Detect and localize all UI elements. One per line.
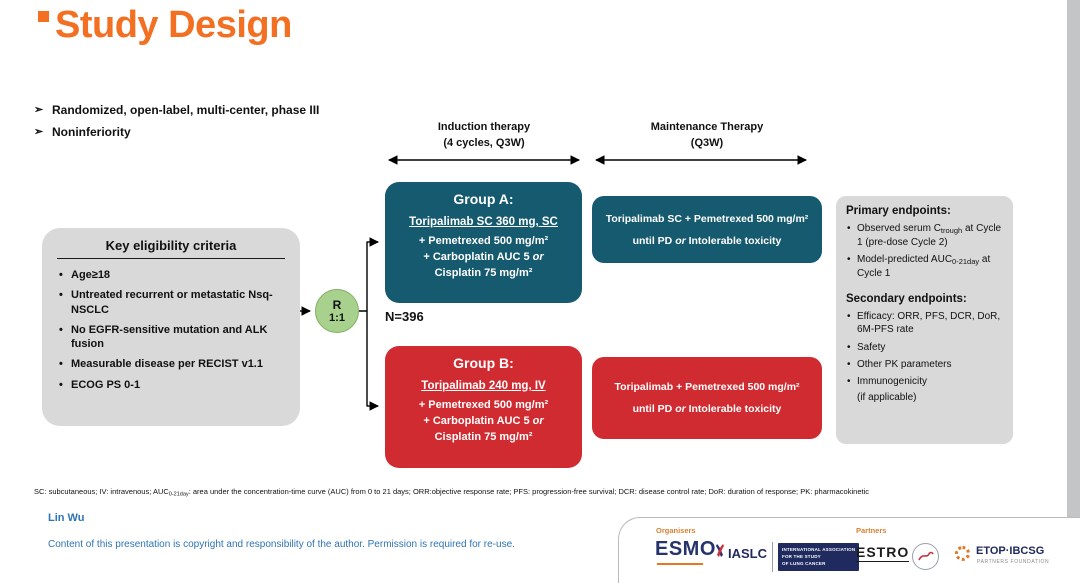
or-word: or (532, 415, 544, 427)
endpoint-text-pre: Model-predicted AUC (857, 254, 953, 266)
maintenance-b-regimen: Toripalimab + Pemetrexed 500 mg/m² (614, 381, 800, 393)
list-item: Safety (846, 341, 1005, 354)
iaslc-ribbon-icon (714, 543, 726, 566)
footnote-text-sub: 0-21day (168, 491, 189, 498)
esmo-logo-accent (657, 563, 703, 565)
randomization-label: R (332, 297, 342, 312)
or-word: or (675, 403, 686, 415)
etop-ibcsg-icon (955, 546, 970, 561)
right-gray-strip (1067, 0, 1080, 583)
until-text: until PD (632, 403, 676, 415)
primary-endpoints-title: Primary endpoints: (846, 205, 951, 217)
title-accent-square (38, 11, 49, 22)
list-item: No EGFR-sensitive mutation and ALK fusio… (58, 323, 290, 352)
eligibility-title-rule (57, 258, 285, 259)
maintenance-b-duration: until PD or Intolerable toxicity (598, 403, 816, 415)
iaslc-tagline: INTERNATIONAL ASSOCIATION FOR THE STUDY … (778, 543, 860, 571)
group-b-chemo2: + Carboplatin AUC 5 or (385, 413, 582, 429)
list-item: Model-predicted AUC0-21day at Cycle 1 (846, 253, 1005, 280)
logos-panel: Organisers ESMO IASLC INTERNATIONAL ASSO… (618, 517, 1080, 583)
footnote-text-post: : area under the concentration-time curv… (188, 487, 869, 496)
group-a-heading: Group A: (453, 191, 514, 207)
or-word: or (675, 234, 686, 247)
list-item: ECOG PS 0-1 (58, 378, 290, 393)
endpoint-text-sub: trough (940, 226, 963, 235)
maintenance-phase-line1: Maintenance Therapy (650, 121, 764, 133)
list-item: Other PK parameters (846, 358, 1005, 371)
esmo-logo: ESMO (655, 538, 716, 560)
maintenance-a-box: Toripalimab SC + Pemetrexed 500 mg/m² un… (592, 196, 822, 263)
randomization-circle: R 1:1 (315, 289, 359, 333)
copyright-notice: Content of this presentation is copyrigh… (48, 539, 515, 550)
group-a-chemo2: + Carboplatin AUC 5 or (385, 249, 582, 265)
etop-ibcsg-logo: ETOP·IBCSG (976, 545, 1045, 557)
randomization-ratio: 1:1 (329, 311, 345, 324)
key-points-list: Randomized, open-label, multi-center, ph… (34, 103, 319, 147)
induction-phase-line2: (4 cycles, Q3W) (443, 137, 525, 149)
endpoint-text-pre: Observed serum C (857, 223, 941, 234)
group-a-box: Group A: Toripalimab SC 360 mg, SC + Pem… (385, 182, 582, 303)
list-item: Immunogenicity (846, 375, 1005, 388)
emblem-glyph (917, 551, 934, 560)
group-b-box: Group B: Toripalimab 240 mg, IV + Pemetr… (385, 346, 582, 468)
organisers-label: Organisers (656, 526, 696, 535)
list-item: Measurable disease per RECIST v1.1 (58, 357, 290, 372)
group-b-chemo1: + Pemetrexed 500 mg/m² (418, 399, 549, 411)
abbreviations-footnote: SC: subcutaneous; IV: intravenous; AUC0-… (34, 487, 869, 498)
list-item: Untreated recurrent or metastatic Nsq-NS… (58, 288, 290, 317)
or-word: or (532, 251, 544, 263)
maintenance-b-box: Toripalimab + Pemetrexed 500 mg/m² until… (592, 357, 822, 439)
endpoint-text-sub: 0-21day (952, 257, 980, 267)
group-b-chemo3: Cisplatin 75 mg/m² (434, 431, 533, 443)
secondary-endpoints-title: Secondary endpoints: (846, 293, 967, 306)
iaslc-logo: IASLC (728, 546, 767, 561)
author-name: Lin Wu (48, 512, 85, 524)
list-item: Observed serum Ctrough at Cycle 1 (pre-d… (846, 222, 1005, 249)
society-emblem-logo (912, 543, 939, 570)
partners-label: Partners (856, 526, 887, 535)
list-item: Noninferiority (34, 125, 319, 139)
chemo-text: + Carboplatin AUC 5 (423, 251, 533, 263)
page-title: Study Design (55, 4, 292, 46)
randomization-branch-line (359, 241, 368, 407)
endpoint-text-post: at Cycle 1 (857, 254, 991, 279)
footnote-text-pre: SC: subcutaneous; IV: intravenous; AUC (34, 487, 169, 496)
group-a-chemo3: Cisplatin 75 mg/m² (434, 267, 533, 279)
sample-size-label: N=396 (385, 309, 424, 324)
eligibility-list: Age≥18 Untreated recurrent or metastatic… (42, 268, 300, 392)
induction-phase-header: Induction therapy (4 cycles, Q3W) (384, 119, 584, 151)
endpoint-text-post: at Cycle 1 (pre-dose Cycle 2) (857, 223, 1002, 248)
group-b-heading: Group B: (453, 355, 514, 371)
iaslc-tagline-line2: FOR THE STUDY (782, 554, 821, 560)
spacer (846, 284, 1005, 293)
group-b-drug: Toripalimab 240 mg, IV (421, 380, 546, 392)
toxicity-text: Intolerable toxicity (685, 403, 782, 415)
iaslc-tagline-line1: INTERNATIONAL ASSOCIATION (782, 547, 856, 552)
eligibility-criteria-box: Key eligibility criteria Age≥18 Untreate… (42, 228, 300, 426)
list-item: Randomized, open-label, multi-center, ph… (34, 103, 319, 117)
secondary-endpoints-note: (if applicable) (857, 392, 917, 404)
eligibility-title: Key eligibility criteria (105, 238, 237, 253)
etop-ibcsg-subtitle: PARTNERS FOUNDATION (977, 559, 1050, 565)
estro-logo: ESTRO (856, 544, 910, 562)
iaslc-tagline-line3: OF LUNG CANCER (782, 561, 826, 567)
induction-phase-line1: Induction therapy (437, 121, 531, 133)
toxicity-text: Intolerable toxicity (685, 234, 782, 247)
chemo-text: + Carboplatin AUC 5 (423, 415, 533, 427)
iaslc-divider (772, 542, 773, 572)
until-text: until PD (632, 234, 676, 247)
maintenance-a-duration: until PD or Intolerable toxicity (598, 235, 816, 247)
maintenance-phase-header: Maintenance Therapy (Q3W) (592, 119, 822, 151)
group-a-drug: Toripalimab SC 360 mg, SC (409, 216, 558, 228)
maintenance-phase-line2: (Q3W) (690, 137, 724, 149)
maintenance-a-regimen: Toripalimab SC + Pemetrexed 500 mg/m² (605, 212, 809, 225)
endpoints-box: Primary endpoints: Observed serum Ctroug… (836, 196, 1013, 444)
group-a-chemo1: + Pemetrexed 500 mg/m² (418, 235, 549, 247)
list-item: Efficacy: ORR, PFS, DCR, DoR, 6M-PFS rat… (846, 310, 1005, 336)
list-item: Age≥18 (58, 268, 290, 283)
